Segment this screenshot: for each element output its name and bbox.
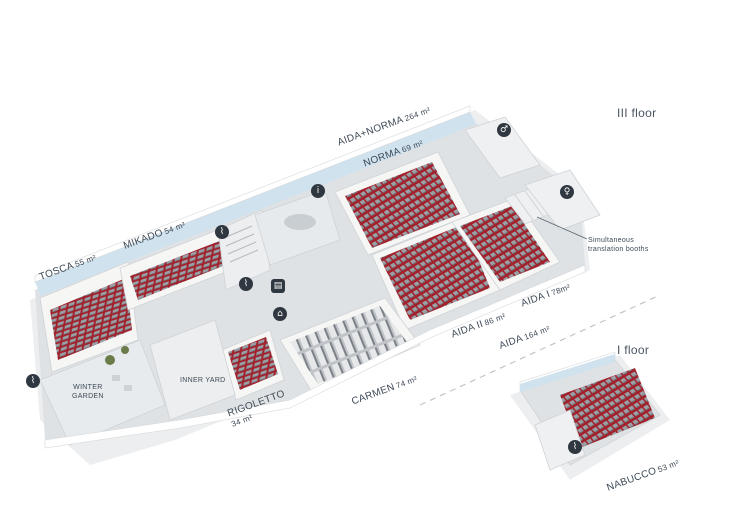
stairs-icon: ⌇ [568, 440, 582, 454]
restroom-women-icon: ♀ [560, 185, 574, 199]
room-tosca [39, 261, 139, 373]
room-aida-i [451, 197, 561, 291]
floor-label-first: I floor [617, 343, 650, 357]
room-carmen [279, 297, 421, 393]
room-rigoletto [221, 329, 285, 401]
room-nabucco [560, 368, 655, 448]
stairs-icon: ⌇ [215, 225, 229, 239]
area-label-inner-yard: INNER YARD [180, 377, 226, 384]
main-building [30, 105, 601, 465]
floor-divider [419, 294, 661, 406]
area-label-winter-garden: WINTER GARDEN [72, 384, 104, 400]
restroom-men-icon: ♂ [497, 123, 511, 137]
translation-booths-note: Simultaneous translation booths [588, 237, 649, 253]
stairs-icon: ⌇ [26, 374, 40, 388]
stairs-icon: ⌇ [239, 277, 253, 291]
info-icon: i [311, 184, 325, 198]
cloakroom-icon: ⌂ [273, 307, 287, 321]
floor-label-third: III floor [617, 106, 657, 120]
elevator-icon: ▤ [271, 279, 285, 293]
winter-garden [39, 339, 166, 446]
first-floor-building [510, 351, 670, 480]
translation-booths-pointer [536, 216, 588, 240]
